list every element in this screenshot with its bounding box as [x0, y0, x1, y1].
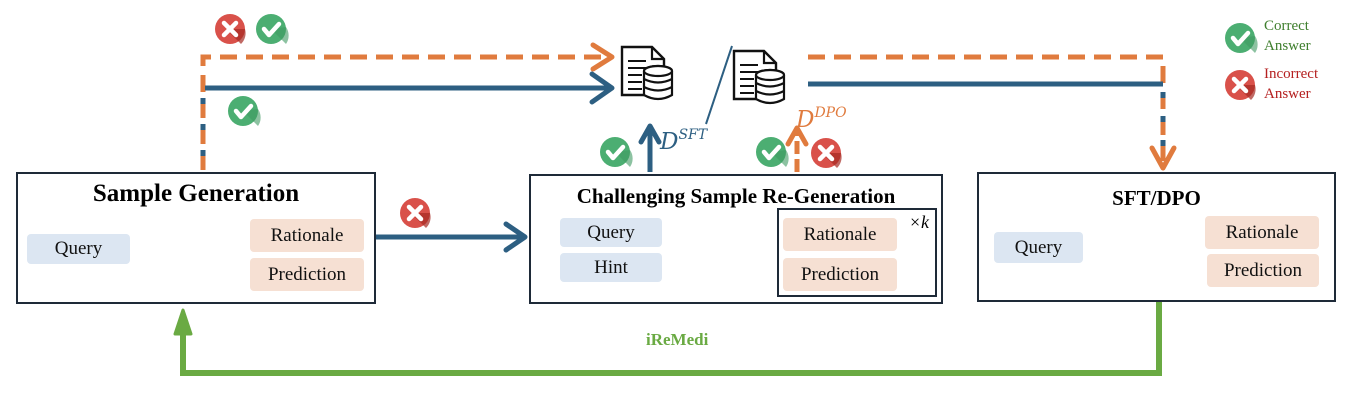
sft-data-flow-arrow	[200, 71, 1166, 170]
query-chip: Query	[27, 234, 130, 264]
legend-correct-line2: Answer	[1264, 38, 1311, 54]
incorrect-answer-icon	[400, 198, 431, 228]
regen-to-sft-arrow	[638, 123, 662, 172]
correct-answer-icon	[256, 14, 289, 44]
rationale-chip: Rationale	[250, 219, 364, 252]
prediction-chip: Prediction	[250, 258, 364, 291]
sft-dataset-icon	[620, 45, 674, 101]
legend-correct-label: Correct Answer	[1264, 16, 1311, 56]
dpo-data-flow-arrow	[200, 42, 1177, 171]
correct-answer-icon	[600, 137, 633, 167]
correct-answer-icon	[756, 137, 789, 167]
incorrect-to-regeneration-arrow	[375, 221, 528, 253]
legend-incorrect-label: Incorrect Answer	[1264, 64, 1318, 104]
iremedi-loop-arrow	[173, 302, 1162, 376]
rationale-chip: Rationale	[783, 218, 897, 251]
sft-dpo-box: SFT/DPO Query Rationale Prediction	[977, 172, 1336, 302]
query-chip: Query	[994, 232, 1083, 263]
dpo-dataset-icon	[732, 49, 786, 105]
legend-correct-icon	[1225, 23, 1258, 53]
query-chip: Query	[560, 218, 662, 247]
incorrect-answer-icon	[811, 138, 842, 168]
sft-dataset-superscript: SFT	[678, 127, 708, 143]
rationale-chip: Rationale	[1205, 216, 1319, 249]
repeat-k-label: ×k	[908, 212, 929, 232]
prediction-chip: Prediction	[1207, 254, 1319, 287]
regen-to-dpo-arrow	[785, 125, 809, 172]
challenging-regeneration-box: Challenging Sample Re-Generation Query H…	[529, 174, 943, 304]
sample-generation-title: Sample Generation	[92, 180, 300, 207]
legend-correct-line1: Correct	[1264, 18, 1309, 34]
sft-dpo-title: SFT/DPO	[1112, 186, 1201, 210]
sft-dataset-label: DSFT	[660, 122, 707, 155]
hint-chip: Hint	[560, 253, 662, 282]
iremedi-loop-label: iReMedi	[646, 330, 709, 349]
dpo-dataset-label: DDPO	[796, 100, 847, 133]
legend-incorrect-line2: Answer	[1264, 86, 1311, 102]
dataset-separator	[705, 45, 733, 125]
prediction-chip: Prediction	[783, 258, 897, 291]
challenging-regeneration-title: Challenging Sample Re-Generation	[576, 184, 896, 208]
dpo-dataset-symbol: D	[796, 107, 815, 133]
dpo-dataset-superscript: DPO	[814, 105, 847, 121]
sample-generation-box: Sample Generation Query Rationale Predic…	[16, 172, 376, 304]
legend-incorrect-line1: Incorrect	[1264, 66, 1319, 82]
correct-answer-icon	[228, 96, 261, 126]
incorrect-answer-icon	[215, 14, 246, 44]
sft-dataset-symbol: D	[660, 129, 679, 155]
legend-incorrect-icon	[1225, 70, 1256, 100]
candidates-group-box: Rationale Prediction ×k	[777, 208, 937, 297]
